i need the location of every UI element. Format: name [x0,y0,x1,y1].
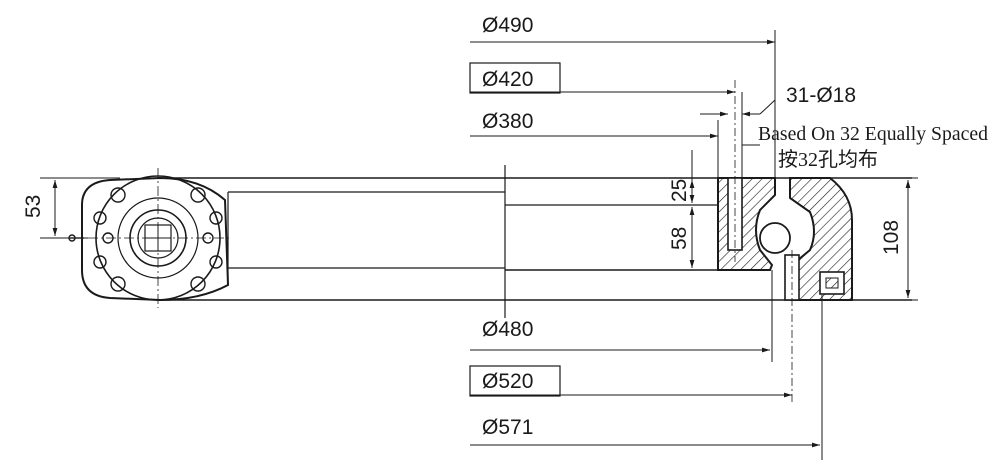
dim-d420: Ø420 [482,68,533,91]
note-spacing-cn: 按32孔均布 [778,148,878,171]
d420-box [469,62,561,94]
dim-d490: Ø490 [482,14,533,37]
dim-d380: Ø380 [482,110,533,133]
dim-h53: 53 [22,195,45,218]
d520-box [469,365,561,397]
flange-bolt-holes [93,187,223,292]
bearing-cross-section [717,80,853,405]
dimension-lines [40,30,918,460]
dim-h108: 108 [880,220,903,255]
dim-holes: 31-Ø18 [786,84,856,107]
worm-housing [68,168,232,308]
dim-d571: Ø571 [482,416,533,439]
dim-h58: 58 [668,227,691,250]
note-spacing-en: Based On 32 Equally Spaced [758,123,988,145]
dim-d480: Ø480 [482,318,533,341]
dim-h25: 25 [668,179,691,202]
dim-d520: Ø520 [482,370,533,393]
